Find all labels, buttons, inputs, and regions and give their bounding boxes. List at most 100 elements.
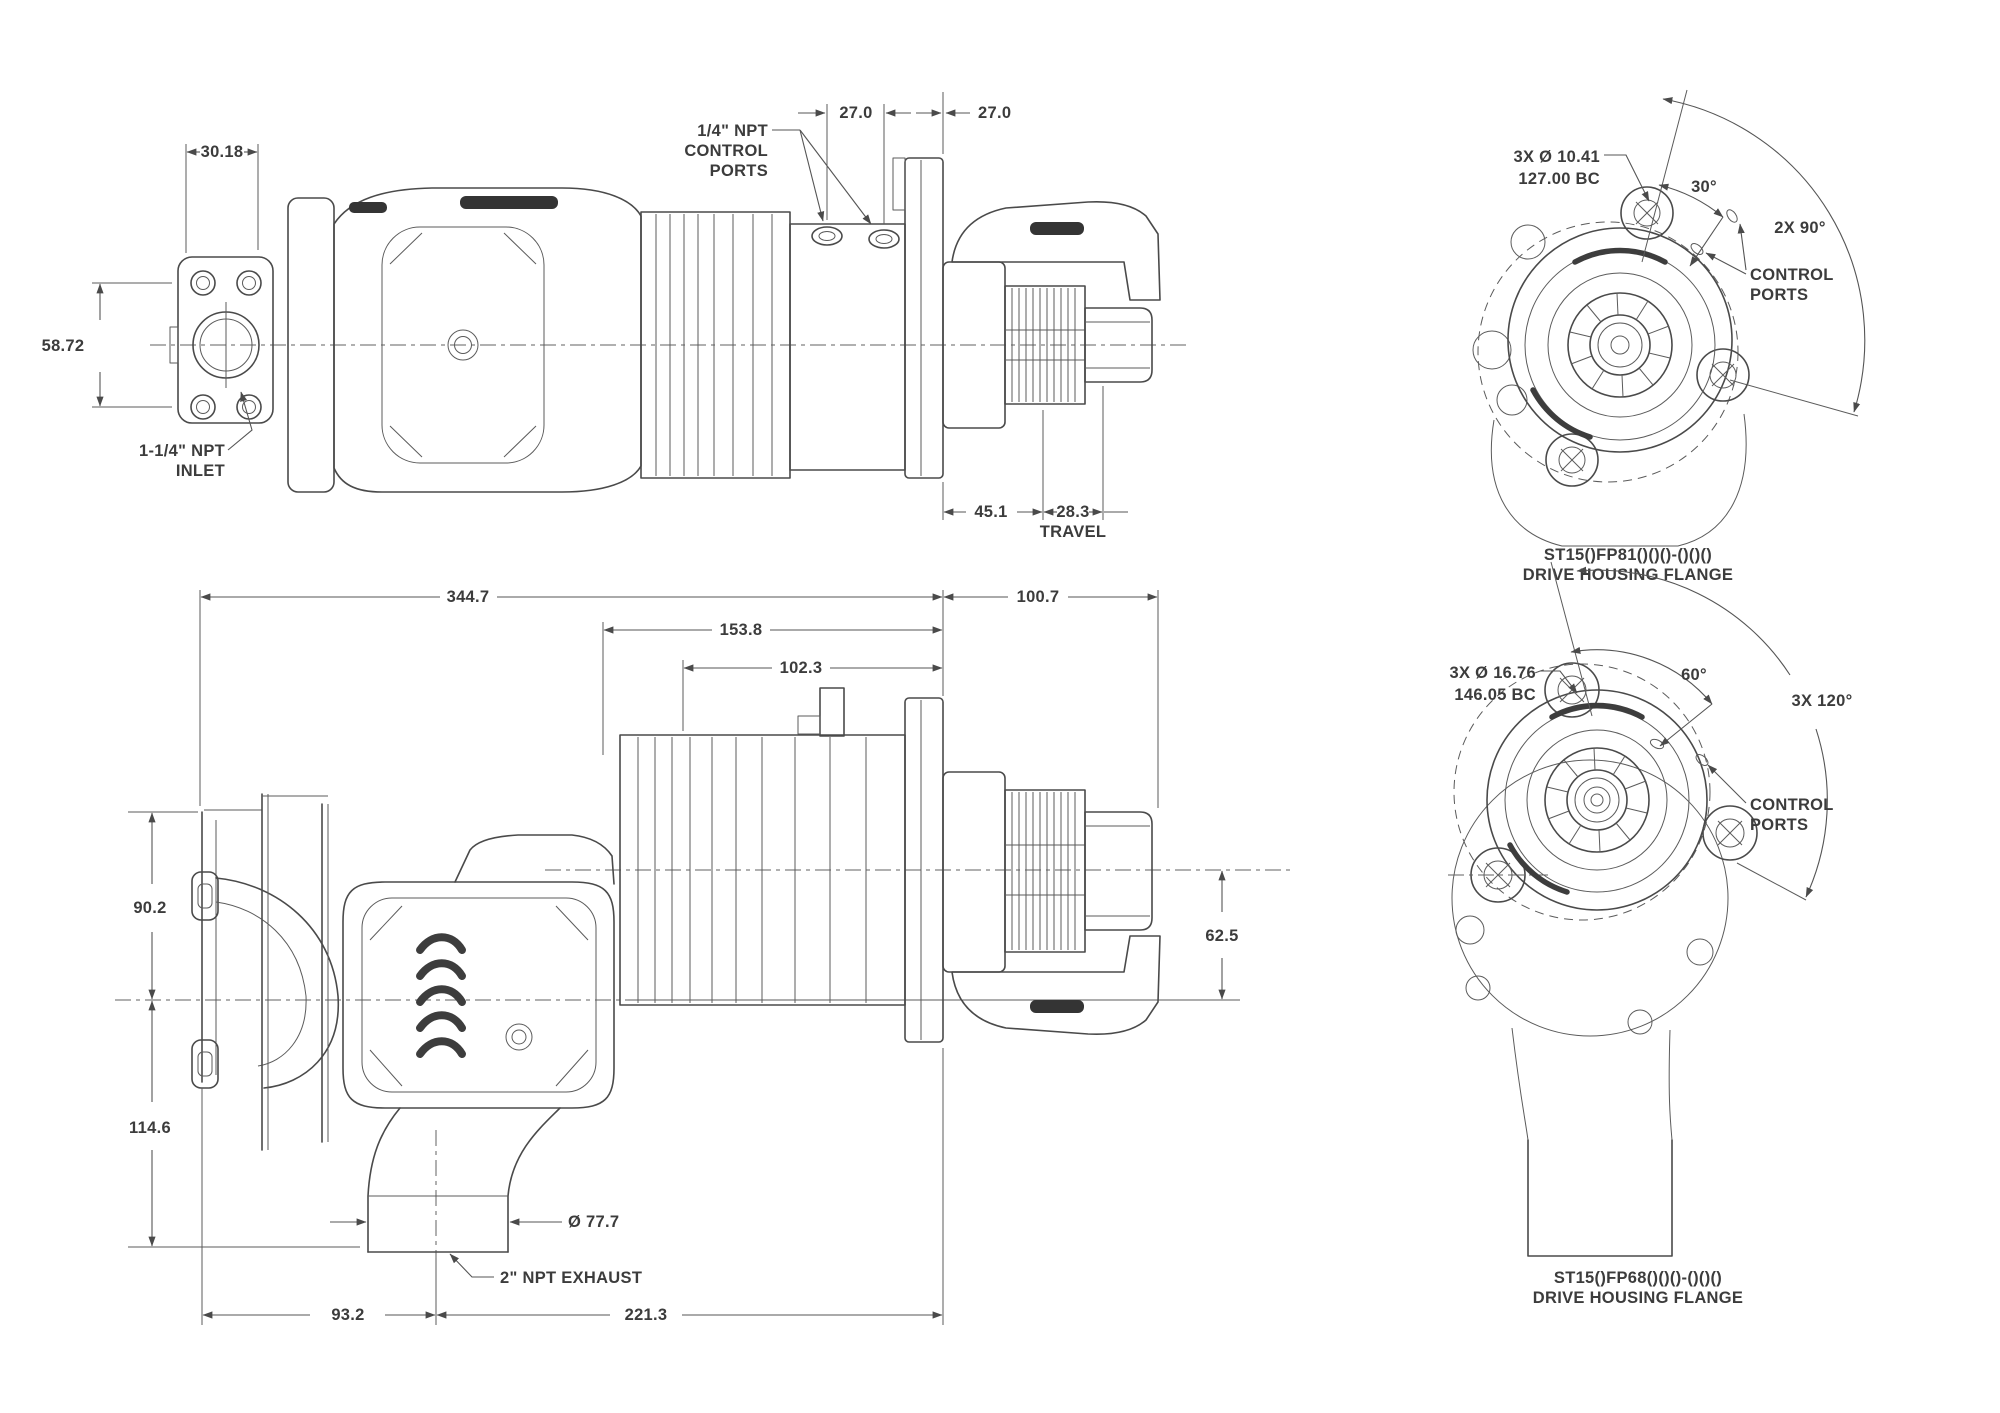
housing-body [1490,413,1747,547]
view-plan: 344.7 100.7 153.8 102.3 90.2 [115,588,1290,1325]
engagement-arm [951,200,1161,301]
turbine-detail [1524,247,1716,441]
motor-body [342,834,615,1109]
caption-fp81: ST15()FP81()()()-()()() DRIVE HOUSING FL… [1523,546,1733,584]
view-flange-fp68: 3X Ø 16.76 146.05 BC 60° 3X 120° CONTROL… [1448,561,1853,1307]
control-port-housing [789,223,906,471]
drive-housing [942,771,1161,1036]
dim-text: 344.7 [447,588,490,606]
exhaust-louvers [416,933,466,1058]
angle-text: 60° [1681,666,1707,684]
housing-slot [349,202,387,213]
control-ports-line2: CONTROL [684,142,768,160]
pinion-housing [1527,1139,1673,1257]
dim-inlet-height: 58.72 [42,282,172,408]
output-shaft [1084,307,1153,383]
exhaust-label: 2" NPT EXHAUST [500,1269,642,1287]
dim-angle-30: 30° [1641,89,1724,267]
mounting-flange-plate [892,157,944,479]
angle-text: 3X 120° [1792,692,1853,710]
flange-plate [1486,689,1708,911]
angle-text: 2X 90° [1774,219,1826,237]
angle-text: 30° [1691,178,1717,196]
dim-text: 93.2 [331,1306,364,1324]
motor-housing [287,187,642,493]
dim-text: 58.72 [42,337,85,355]
callout-bolt-holes: 3X Ø 16.76 146.05 BC [1450,664,1578,704]
dim-height-bottom: 114.6 [128,1000,360,1248]
housing-body [1451,759,1729,1037]
dim-angle-2x90: 2X 90° [1662,97,1866,417]
dim-text: Ø 77.7 [568,1213,619,1231]
control-port [1649,738,1665,750]
dim-control-ports: 27.0 27.0 [798,92,1011,224]
inlet-label-line1: 1-1/4" NPT [139,442,225,460]
callout-inlet: 1-1/4" NPT INLET [139,391,253,480]
view-side-elevation: 30.18 58.72 1-1/4" NPT INLET 1/4" NPT CO… [42,92,1190,541]
pinion-gear-teeth [1005,288,1085,402]
control-line1: CONTROL [1750,796,1834,814]
part-name: DRIVE HOUSING FLANGE [1533,1289,1743,1307]
control-port [811,226,843,246]
turbine-detail [1504,702,1690,895]
control-line2: PORTS [1750,286,1808,304]
dim-text: 45.1 [974,503,1007,521]
exhaust-outlet [367,1107,561,1253]
control-port [868,229,900,249]
output-shaft [1084,811,1153,931]
dim-motor-length: 102.3 [682,659,943,731]
pinion-gear-teeth [1005,792,1085,950]
engagement-arm [951,935,1161,1036]
dim-angle-60: 60° [1550,561,1713,747]
callout-exhaust: 2" NPT EXHAUST [449,1253,642,1287]
caption-fp68: ST15()FP68()()()-()()() DRIVE HOUSING FL… [1533,1269,1743,1307]
part-number: ST15()FP68()()()-()()() [1554,1269,1722,1287]
dim-text: 27.0 [978,104,1011,122]
callout-control-ports: CONTROL PORTS [1707,764,1834,834]
dim-flange-offset: 30.18 [185,143,259,253]
control-line2: PORTS [1750,816,1808,834]
dim-angle-3x120: 3X 120° [1576,566,1853,901]
callout-bolt-holes: 3X Ø 10.41 127.00 BC [1514,148,1650,202]
view-flange-fp81: 3X Ø 10.41 127.00 BC 30° 2X 90° CONTROL … [1472,89,1866,584]
dim-height-top: 90.2 [128,811,198,1000]
dim-text: 100.7 [1017,588,1060,606]
inlet-flange [169,256,274,424]
control-port [1726,209,1738,223]
control-ports-line3: PORTS [710,162,768,180]
gear-case-ribs [619,687,906,1006]
control-ports-line1: 1/4" NPT [697,122,768,140]
dim-text: 27.0 [839,104,872,122]
callout-control-ports: CONTROL PORTS [1705,223,1834,304]
part-number: ST15()FP81()()()-()()() [1544,546,1712,564]
dim-text: 30.18 [201,143,244,161]
dim-axis-offset: 62.5 [1205,870,1238,1000]
motor-end-cap [191,793,339,1151]
dim-text: 28.3 [1056,503,1089,521]
dim-text: 102.3 [780,659,823,677]
gear-case-ribs [640,211,791,479]
dim-text: 62.5 [1205,927,1238,945]
housing-slot [460,196,558,209]
dim-text-travel: TRAVEL [1040,523,1107,541]
dim-text: 90.2 [133,899,166,917]
dim-text: 221.3 [625,1306,668,1324]
control-port [1695,754,1709,766]
holes-line1: 3X Ø 10.41 [1514,148,1600,166]
dim-text: 114.6 [129,1119,171,1137]
dim-overall-length: 344.7 100.7 [199,588,1159,808]
holes-line1: 3X Ø 16.76 [1450,664,1536,682]
holes-line2: 146.05 BC [1454,686,1536,704]
dim-exhaust-diameter: Ø 77.7 [330,1213,619,1231]
control-line1: CONTROL [1750,266,1834,284]
inlet-label-line2: INLET [176,462,225,480]
dim-pinion-travel: 45.1 28.3 TRAVEL [942,386,1128,541]
dim-gear-length: 153.8 [602,621,943,755]
part-name: DRIVE HOUSING FLANGE [1523,566,1733,584]
drive-housing [942,200,1161,429]
dim-text: 153.8 [720,621,763,639]
holes-line2: 127.00 BC [1518,170,1600,188]
dim-exhaust-position: 93.2 221.3 [201,1048,944,1325]
